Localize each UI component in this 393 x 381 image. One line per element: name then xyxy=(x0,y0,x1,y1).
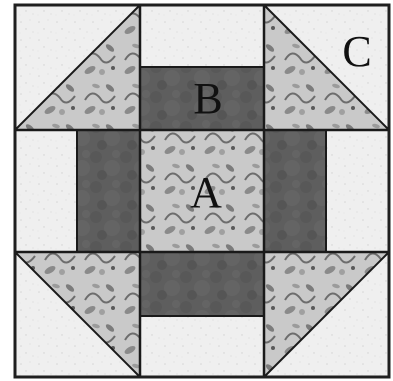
corner-bottom-right xyxy=(264,252,389,377)
corner-bottom-left xyxy=(15,252,140,377)
side-unit-right xyxy=(264,130,389,252)
corner-top-left xyxy=(15,5,140,130)
label-b: B xyxy=(193,74,222,123)
side-unit-left xyxy=(15,130,140,252)
label-a: A xyxy=(190,168,222,217)
label-c: C xyxy=(342,27,371,76)
side-unit-bottom xyxy=(140,252,264,377)
